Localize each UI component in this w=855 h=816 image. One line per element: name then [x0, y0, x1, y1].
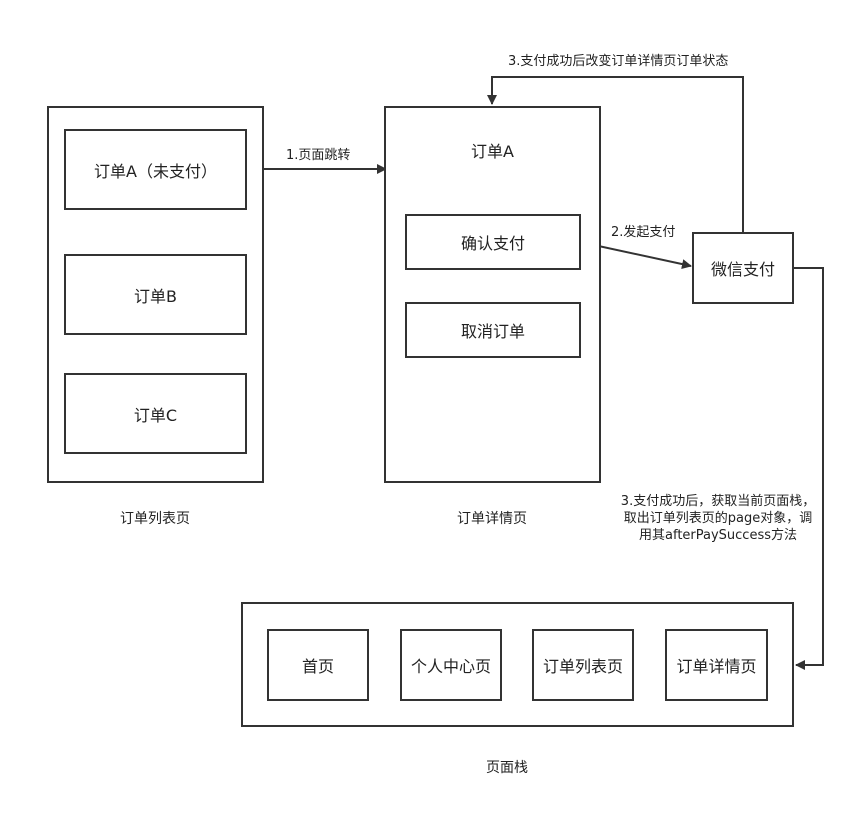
step3-right-line-3: 用其afterPaySuccess方法: [639, 528, 797, 543]
stack-item-order-detail: 订单详情页: [665, 629, 768, 701]
stack-item-home: 首页: [267, 629, 369, 701]
order-list-page-caption: 订单列表页: [120, 511, 190, 527]
step3-right-line-1: 3.支付成功后，获取当前页面栈，: [620, 494, 816, 509]
confirm-pay-button: 确认支付: [405, 214, 581, 270]
step3-right-line-2: 取出订单列表页的page对象，调: [623, 511, 813, 526]
order-c-item: 订单C: [64, 373, 247, 454]
wechat-pay-box: 微信支付: [692, 232, 794, 304]
stack-item-order-list: 订单列表页: [532, 629, 634, 701]
page-stack-caption: 页面栈: [486, 760, 528, 776]
arrow-step3-top: [487, 76, 744, 233]
stack-item-profile: 个人中心页: [400, 629, 502, 701]
order-detail-title: 订单A: [471, 142, 514, 161]
arrow-step3-right: [793, 267, 824, 670]
step2-label: 2.发起支付: [611, 225, 676, 240]
order-a-item: 订单A（未支付）: [64, 129, 247, 210]
cancel-order-button: 取消订单: [405, 302, 581, 358]
order-detail-page: [384, 106, 601, 483]
order-b-item: 订单B: [64, 254, 247, 335]
order-detail-page-caption: 订单详情页: [457, 511, 527, 527]
step3-right-label: 3.支付成功后，获取当前页面栈， 取出订单列表页的page对象，调 用其afte…: [612, 493, 824, 544]
step1-label: 1.页面跳转: [286, 148, 351, 163]
step3-top-label: 3.支付成功后改变订单详情页订单状态: [508, 54, 729, 69]
